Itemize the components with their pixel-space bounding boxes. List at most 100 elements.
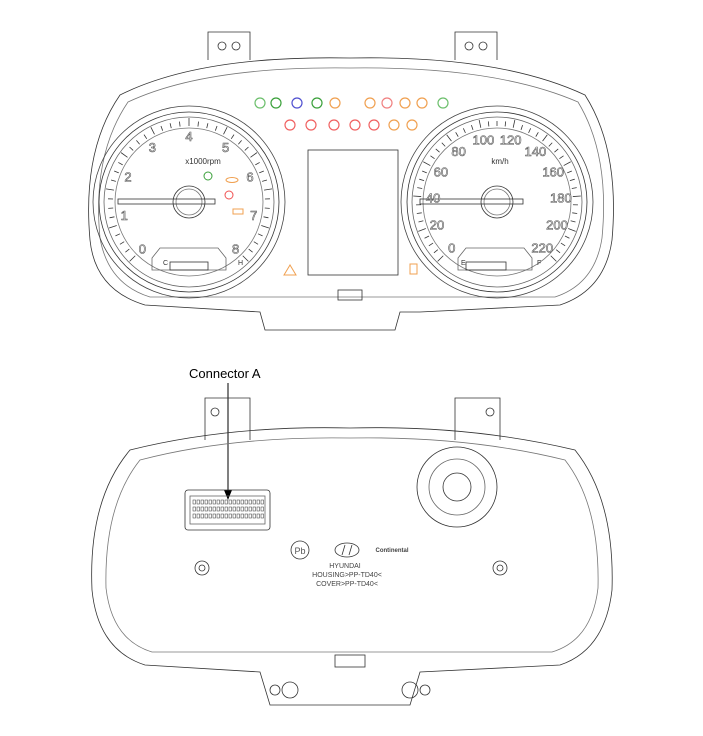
connector-pin <box>236 513 240 519</box>
high-beam-icon <box>291 97 303 109</box>
gauge-tick <box>528 128 532 134</box>
gauge-tick <box>560 242 566 247</box>
connector-pin <box>260 499 264 505</box>
gauge-tick <box>416 212 422 214</box>
gauge-tick <box>487 121 490 127</box>
gauge-tick <box>418 228 426 232</box>
connector-pin <box>232 506 236 512</box>
cover-material: COVER>PP-TD40< <box>316 581 378 588</box>
gauge-tick <box>223 126 228 135</box>
gauge-tick <box>571 187 577 189</box>
fuel-gauge-bar <box>465 261 507 271</box>
connector-pin <box>196 513 200 519</box>
brake-icon <box>224 190 234 200</box>
mounting-tab <box>454 31 498 60</box>
scale-label: 20 <box>430 217 444 232</box>
mounting-tab <box>204 397 251 440</box>
connector-a <box>184 489 271 531</box>
scale-label: 180 <box>550 190 572 205</box>
gauge-tick <box>455 132 459 137</box>
brake-warning-icon <box>284 119 296 131</box>
connector-pin <box>236 499 240 505</box>
connector-pin <box>260 506 264 512</box>
scale-label: 80 <box>451 144 465 159</box>
connector-pin <box>252 513 256 519</box>
temp-cold-label: C <box>163 260 168 267</box>
gauge-tick <box>471 125 474 131</box>
gauge-tick <box>570 220 576 223</box>
position-lamp-icon <box>270 97 282 109</box>
immobilizer-icon <box>364 97 376 109</box>
scale-label: 220 <box>531 240 553 255</box>
tach-unit-label: x1000rpm <box>185 157 221 166</box>
gauge-tick <box>433 249 439 254</box>
connector-pin <box>192 499 196 505</box>
esp-off-icon <box>416 97 428 109</box>
scale-label: 40 <box>426 190 440 205</box>
door-open-icon <box>368 119 380 131</box>
gauge-tick <box>462 128 466 134</box>
continental-logo: Continental <box>376 548 409 554</box>
mounting-tab <box>207 31 251 60</box>
oil-pressure-icon <box>328 119 340 131</box>
gauge-tick <box>253 241 259 245</box>
gauge-tick <box>572 195 581 197</box>
rear-fog-icon <box>329 97 341 109</box>
connector-pin <box>208 513 212 519</box>
scale-label: 5 <box>222 140 229 155</box>
scale-label: 6 <box>246 170 253 185</box>
hyundai-logo <box>334 542 360 558</box>
connector-pin <box>224 506 228 512</box>
connector-pin <box>216 499 220 505</box>
gauge-tick <box>512 119 516 128</box>
turn-right-icon <box>437 97 449 109</box>
gauge-tick <box>417 187 423 189</box>
scale-label: 8 <box>232 242 239 257</box>
connector-pin <box>236 506 240 512</box>
cluster-housing <box>88 57 614 331</box>
gauge-tick <box>555 249 561 254</box>
gauge-tick <box>257 233 263 237</box>
connector-pin <box>220 499 224 505</box>
battery-icon <box>305 119 317 131</box>
gauge-tick <box>206 123 209 129</box>
glow-plug-icon <box>232 208 244 215</box>
connector-pin <box>240 499 244 505</box>
gauge-tick <box>197 121 199 127</box>
connector-pin <box>232 513 236 519</box>
cruise-icon <box>225 177 239 183</box>
connector-pin <box>244 513 248 519</box>
connector-pin <box>216 506 220 512</box>
gauge-tick <box>110 179 116 182</box>
gauge-tick <box>418 220 424 223</box>
gauge-tick <box>118 162 123 166</box>
pb-free-text: Pb <box>294 546 305 556</box>
gauge-tick <box>248 248 253 253</box>
scale-label: 0 <box>139 242 146 257</box>
connector-pin <box>204 513 208 519</box>
connector-pin <box>256 506 260 512</box>
rear-housing <box>91 427 613 706</box>
gauge-tick <box>264 188 273 191</box>
gauge-tick <box>428 242 434 247</box>
airbag-icon <box>381 97 393 109</box>
scale-label: 0 <box>448 240 455 255</box>
gauge-tick <box>564 235 570 239</box>
gauge-tick <box>136 140 140 145</box>
connector-pin <box>252 506 256 512</box>
gauge-tick <box>413 195 422 197</box>
warning-lights <box>254 97 449 131</box>
connector-pin <box>224 513 228 519</box>
cluster-front-view <box>88 31 614 331</box>
gauge-tick <box>559 155 564 159</box>
connector-pin <box>240 513 244 519</box>
seatbelt-icon <box>349 119 361 131</box>
gauge-tick <box>262 179 268 182</box>
speedo-needle-hub <box>480 185 514 219</box>
scale-label: 4 <box>185 129 192 144</box>
gauge-tick <box>129 146 134 151</box>
scale-label: 7 <box>250 208 257 223</box>
